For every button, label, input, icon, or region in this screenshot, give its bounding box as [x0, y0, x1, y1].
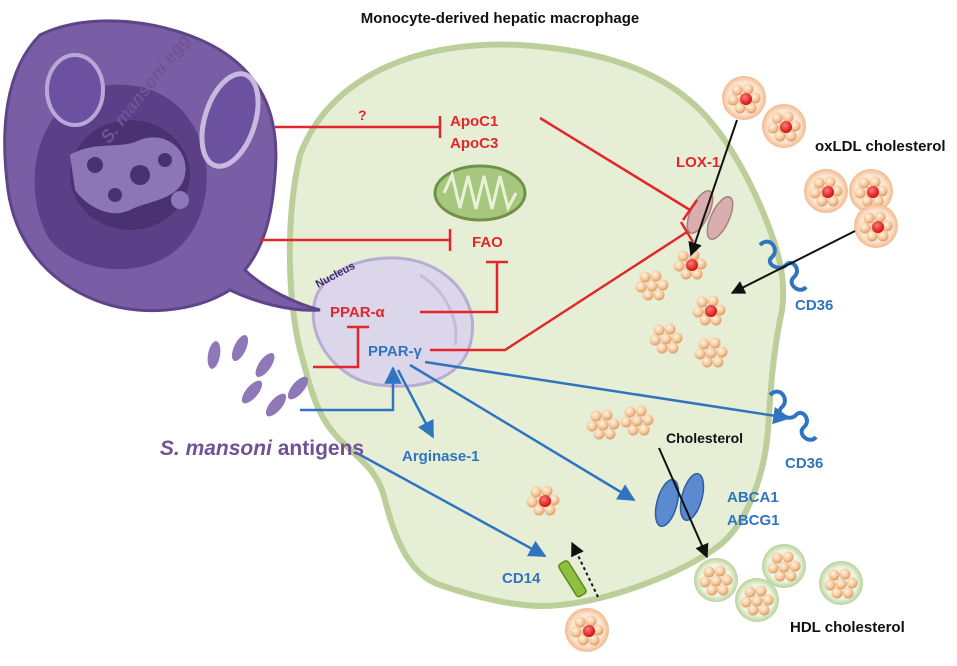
cd14-receptor — [558, 560, 587, 598]
inhibition-lines — [260, 116, 699, 369]
fao-label: FAO — [472, 234, 503, 251]
cholesterol-label: Cholesterol — [666, 430, 743, 446]
arginase-label: Arginase-1 — [402, 448, 480, 465]
antigen-droplets — [207, 335, 309, 417]
activation-arrows — [300, 360, 791, 558]
abcg1-label: ABCG1 — [727, 512, 780, 529]
cd36-top-label: CD36 — [795, 297, 833, 314]
cd36-bottom-label: CD36 — [785, 455, 823, 472]
schistosoma-egg — [3, 19, 321, 313]
diagram-title: Monocyte-derived hepatic macrophage — [361, 10, 639, 27]
macrophage-cell — [286, 41, 787, 609]
ppar-alpha-label: PPAR-α — [330, 304, 386, 321]
lox1-label: LOX-1 — [676, 154, 720, 171]
abca1-label: ABCA1 — [727, 489, 779, 506]
oxldl-label: oxLDL cholesterol — [815, 138, 946, 155]
cd36-receptor-bottom — [768, 389, 818, 442]
antigens-label: S. mansoni antigens — [160, 437, 364, 460]
nucleus-fold — [419, 273, 458, 346]
unknown-mechanism-label: ? — [358, 107, 367, 123]
nucleus — [311, 256, 475, 388]
uptake-arrows — [571, 119, 856, 598]
mitochondrion — [433, 164, 527, 222]
apoc3-label: ApoC3 — [450, 135, 498, 152]
cd14-label: CD14 — [502, 570, 541, 587]
ppar-gamma-label: PPAR-γ — [368, 343, 423, 360]
oxldl-particles-outside — [565, 76, 898, 652]
hdl-particles — [694, 544, 863, 622]
apoc1-label: ApoC1 — [450, 113, 498, 130]
hdl-label: HDL cholesterol — [790, 619, 905, 636]
